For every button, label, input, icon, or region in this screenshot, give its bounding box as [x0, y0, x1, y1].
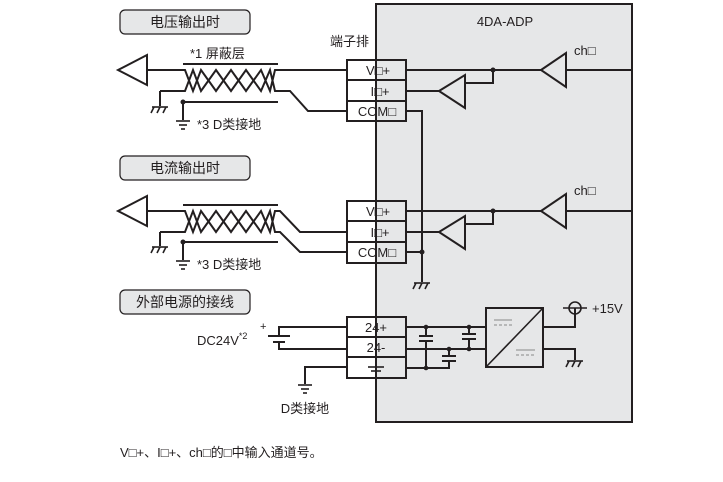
svg-text:*1 屏蔽层: *1 屏蔽层: [190, 46, 245, 61]
svg-text:电流输出时: 电流输出时: [150, 160, 220, 176]
battery-icon: [268, 326, 347, 350]
module-panel: [375, 3, 633, 423]
chassis-ground-icon: [412, 282, 430, 290]
terminal-i-plus: I□+: [370, 225, 389, 240]
terminal-v-plus: V□+: [366, 63, 390, 78]
terminal-block-label: 端子排: [330, 34, 369, 49]
power-supply-wiring: DC24V*2 + D类接地 24+ 24-: [197, 301, 623, 416]
svg-text:+: +: [260, 321, 266, 333]
svg-text:ch□: ch□: [574, 43, 596, 58]
terminal-i-plus: I□+: [370, 84, 389, 99]
section-title-current: 电流输出时: [119, 155, 251, 181]
amplifier-icon: [539, 51, 567, 89]
chassis-ground-icon: [150, 246, 168, 254]
section-title-voltage: 电压输出时: [119, 9, 251, 35]
svg-text:外部电源的接线: 外部电源的接线: [136, 294, 234, 310]
svg-text:+15V: +15V: [592, 301, 623, 316]
svg-text:*3 D类接地: *3 D类接地: [197, 257, 261, 272]
dc-dc-converter-icon: [485, 307, 544, 368]
chassis-ground-icon: [565, 360, 583, 368]
current-output-wiring: *3 D类接地 V□+ I□+ COM□ ch□: [115, 183, 632, 290]
svg-text:电压输出时: 电压输出时: [150, 14, 220, 30]
terminal-com: COM□: [358, 245, 396, 260]
module-title: 4DA-ADP: [477, 14, 533, 29]
terminal-24-plus: 24+: [365, 320, 387, 335]
amplifier-icon: [437, 214, 466, 251]
section-title-power: 外部电源的接线: [119, 289, 251, 315]
chassis-ground-icon: [150, 106, 168, 114]
amplifier-icon: [539, 192, 567, 230]
svg-text:D类接地: D类接地: [281, 401, 329, 416]
footnote: V□+、I□+、ch□的□中输入通道号。: [120, 445, 323, 460]
earth-ground-icon: [176, 260, 190, 270]
amplifier-icon: [437, 73, 466, 110]
voltage-output-wiring: *1 屏蔽层 *3 D类接地 V□+ I□+ COM□ ch□: [115, 43, 632, 282]
output-terminal-icon: [563, 301, 587, 315]
svg-text:ch□: ch□: [574, 183, 596, 198]
load-triangle-icon: [115, 53, 148, 87]
svg-text:DC24V*2: DC24V*2: [197, 331, 247, 348]
svg-text:*3 D类接地: *3 D类接地: [197, 117, 261, 132]
load-triangle-icon: [115, 194, 148, 228]
terminal-com: COM□: [358, 104, 396, 119]
ground-terminal-icon: [368, 360, 384, 372]
earth-ground-icon: [176, 120, 190, 130]
terminal-v-plus: V□+: [366, 204, 390, 219]
terminal-24-minus: 24-: [367, 340, 386, 355]
earth-ground-icon: [298, 384, 312, 394]
